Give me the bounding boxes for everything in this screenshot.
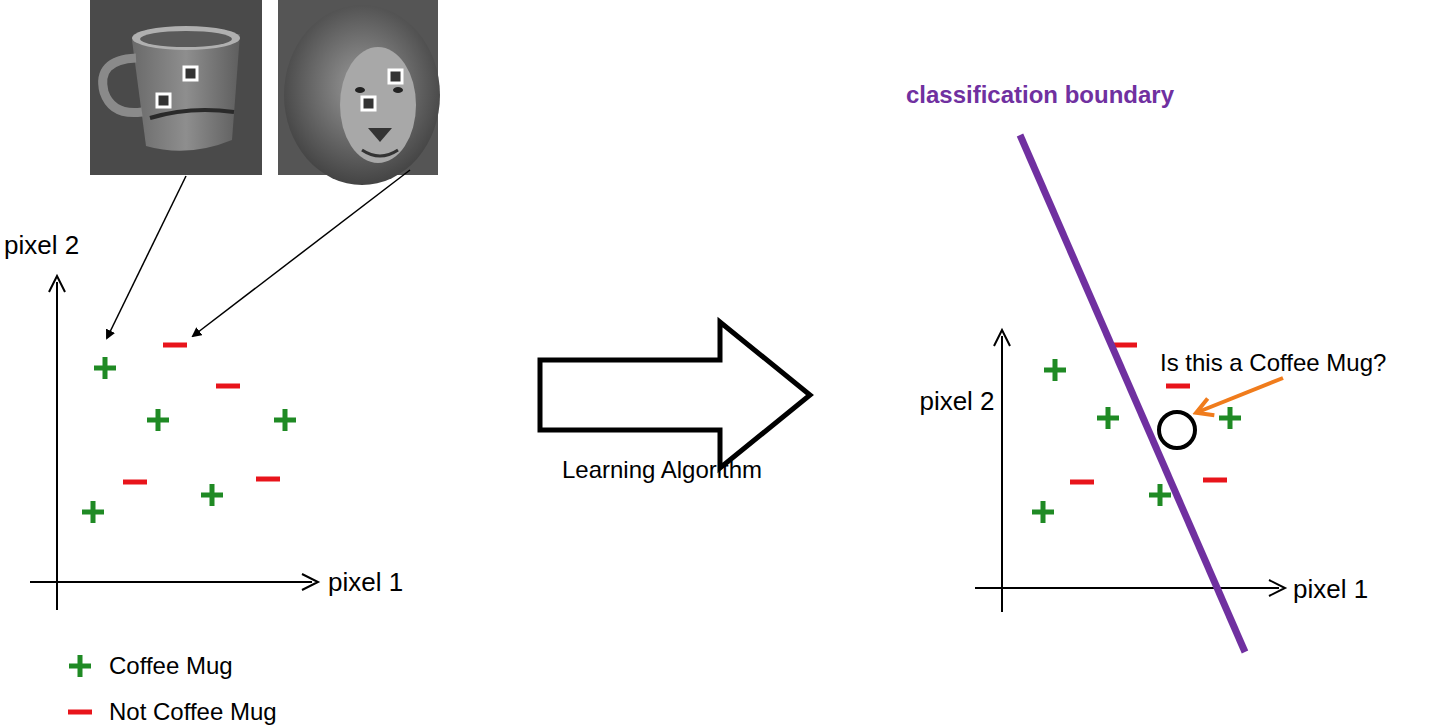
axis-label: pixel 1 (1293, 575, 1368, 605)
axis-label: pixel 1 (328, 568, 403, 598)
question-label: Is this a Coffee Mug? (1160, 349, 1386, 377)
axis-label: pixel 2 (4, 231, 79, 261)
mug-photo (90, 0, 262, 175)
pointer-arrow (1198, 378, 1283, 412)
legend-swatch (67, 653, 93, 679)
query-point (1159, 412, 1195, 448)
axis-label: pixel 2 (919, 387, 994, 417)
legend-swatch (67, 699, 93, 725)
leader-arrow (193, 170, 410, 336)
boundary-line (1020, 135, 1245, 652)
legend-text: Not Coffee Mug (109, 698, 277, 725)
lion-photo (278, 0, 440, 185)
leader-arrow (107, 176, 186, 338)
left-points (82, 345, 296, 523)
legend-row: Not Coffee Mug (67, 698, 277, 725)
legend-text: Coffee Mug (109, 652, 233, 680)
legend-row: Coffee Mug (67, 652, 233, 680)
process-label: Learning Algorithm (562, 456, 762, 484)
left-axes (30, 276, 318, 610)
boundary-label: classification boundary (906, 81, 1174, 109)
process-arrow (540, 322, 810, 468)
